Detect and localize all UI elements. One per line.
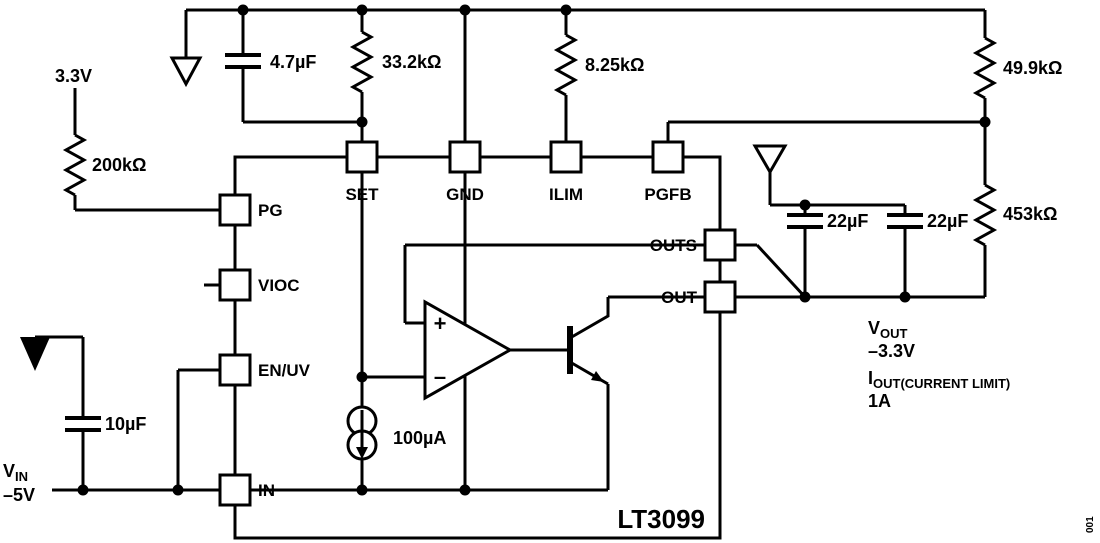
pin-in-label: IN [258,481,275,500]
ground-symbol-input [20,337,50,371]
ground-symbol-top-left [169,56,203,88]
iout-sub: OUT(CURRENT LIMIT) [873,376,1010,391]
pin-pgfb-label: PGFB [644,185,691,204]
iout-label: IOUT(CURRENT LIMIT) [868,368,1010,391]
rail-3v3-label: 3.3V [55,66,92,86]
pin-in [218,473,252,507]
outs-wire [735,243,807,299]
ground-symbol-output [752,144,905,207]
r-pg-pullup-label: 200kΩ [92,155,146,175]
chip-name-label: LT3099 [617,504,705,534]
capacitor-out-a [787,205,823,297]
pin-enuv [218,353,252,387]
top-rail [184,8,985,58]
pin-ilim-label: ILIM [549,185,583,204]
pin-vioc [218,268,252,302]
vout-sub: OUT [880,326,908,341]
ic-internal-wires [250,172,720,492]
iout-value: 1A [868,391,891,411]
pin-gnd-label: GND [446,185,484,204]
pin-outs [703,228,737,262]
pin-set-label: SET [345,185,379,204]
vout-label: VOUT [868,318,908,341]
r-ilim-label: 8.25kΩ [585,55,644,75]
c-bypass-label: 4.7µF [270,52,316,72]
vin-main: V [3,461,15,481]
pin-pg-label: PG [258,201,283,220]
pin-pg [218,193,252,227]
c-out-a-label: 22µF [827,211,868,231]
pin-out-label: OUT [661,288,698,307]
i-set-label: 100µA [393,428,446,448]
capacitor-out-b [887,205,923,297]
vin-value: –5V [3,485,35,505]
pin-set [345,140,379,174]
vout-value: –3.3V [868,341,915,361]
enuv-wire [176,368,220,490]
r-fb-bottom-label: 453kΩ [1003,204,1057,224]
vout-main: V [868,318,880,338]
resistor-feedback-top [972,10,998,185]
resistor-ilim [553,10,579,142]
r-fb-top-label: 49.9kΩ [1003,58,1062,78]
vin-sub: IN [15,469,28,484]
capacitor-input [35,335,101,490]
pin-gnd [448,140,482,174]
current-source-100ua [346,405,378,490]
pin-enuv-label: EN/UV [258,361,311,380]
opamp-minus-label: – [434,364,446,389]
resistor-feedback-bottom [972,183,998,297]
opamp-plus-label: + [434,311,447,336]
vin-label: VIN [3,461,28,484]
pg-pullup [62,88,220,212]
r-set-label: 33.2kΩ [382,52,441,72]
pin-vioc-label: VIOC [258,276,300,295]
pgfb-wire [666,120,985,142]
c-out-b-label: 22µF [927,211,968,231]
pin-out [703,280,737,314]
c-in-label: 10µF [105,414,146,434]
pin-pgfb [651,140,685,174]
corner-note: 001 [1085,516,1096,533]
iout-main: I [868,368,873,388]
capacitor-bypass [225,10,362,124]
junction-dots [77,4,991,496]
opamp [423,299,514,401]
pin-outs-label: OUTS [650,236,697,255]
pass-transistor [567,326,604,382]
pin-ilim [549,140,583,174]
